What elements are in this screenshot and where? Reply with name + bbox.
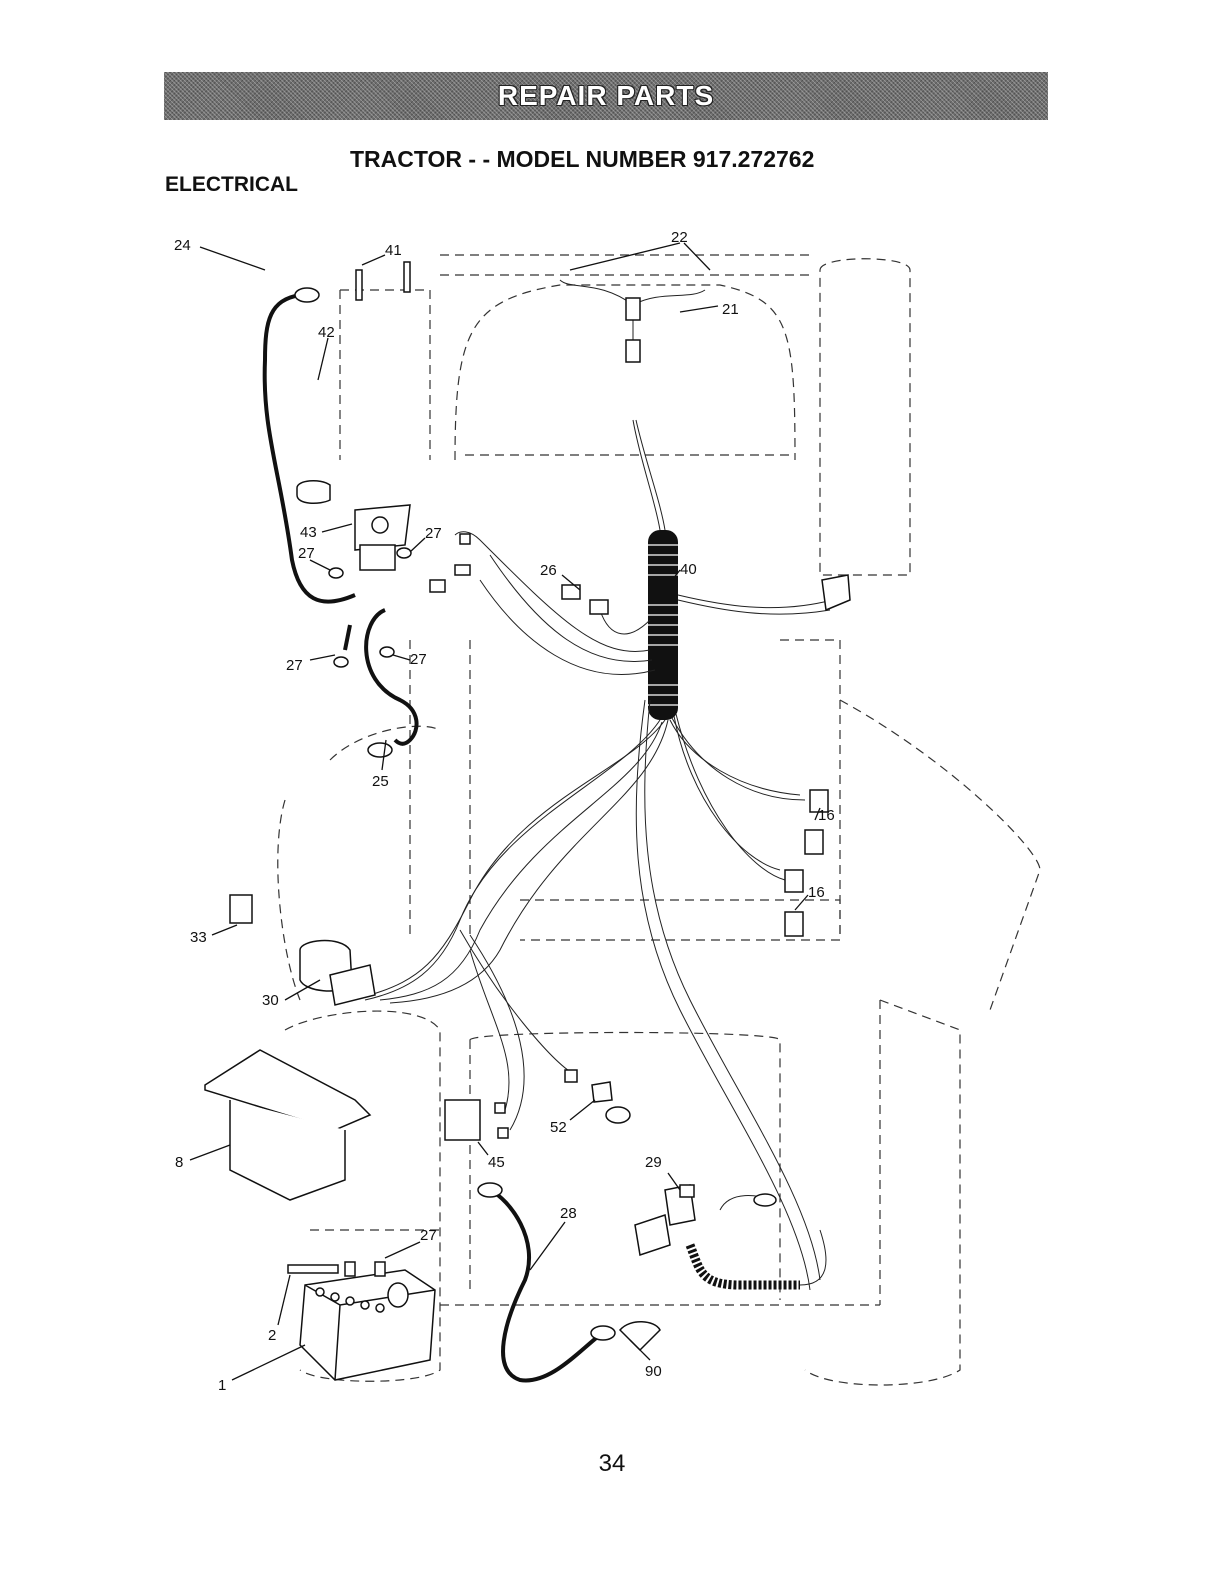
callout-40: 40 bbox=[680, 561, 697, 578]
callout-2: 2 bbox=[268, 1327, 276, 1344]
leader-lines bbox=[190, 243, 820, 1380]
callout-27b: 27 bbox=[298, 545, 315, 562]
callout-26: 26 bbox=[540, 562, 557, 579]
callout-42: 42 bbox=[318, 324, 335, 341]
callout-41: 41 bbox=[385, 242, 402, 259]
callout-27e: 27 bbox=[420, 1227, 437, 1244]
harness-loom bbox=[648, 530, 678, 720]
callout-27c: 27 bbox=[286, 657, 303, 674]
callout-1: 1 bbox=[218, 1377, 226, 1394]
callout-27d: 27 bbox=[410, 651, 427, 668]
page-number: 34 bbox=[0, 1450, 1224, 1478]
callout-28: 28 bbox=[560, 1205, 577, 1222]
callout-33: 33 bbox=[190, 929, 207, 946]
callout-25: 25 bbox=[372, 773, 389, 790]
harness-wires bbox=[365, 280, 832, 1290]
battery-cables bbox=[265, 295, 600, 1380]
callout-30: 30 bbox=[262, 992, 279, 1009]
callout-16b: 16 bbox=[808, 884, 825, 901]
callout-27a: 27 bbox=[425, 525, 442, 542]
callout-90: 90 bbox=[645, 1363, 662, 1380]
callout-45: 45 bbox=[488, 1154, 505, 1171]
callout-labels: 22 21 42 41 24 43 27 27 26 40 27 27 25 1… bbox=[174, 229, 835, 1394]
callout-16a: 16 bbox=[818, 807, 835, 824]
coil-cord bbox=[690, 1196, 826, 1285]
callout-43: 43 bbox=[300, 524, 317, 541]
callout-8: 8 bbox=[175, 1154, 183, 1171]
callout-22: 22 bbox=[671, 229, 688, 246]
callout-21: 21 bbox=[722, 301, 739, 318]
callout-52: 52 bbox=[550, 1119, 567, 1136]
components bbox=[205, 262, 850, 1380]
callout-24: 24 bbox=[174, 237, 191, 254]
callout-29: 29 bbox=[645, 1154, 662, 1171]
tractor-outline bbox=[278, 255, 1040, 1385]
